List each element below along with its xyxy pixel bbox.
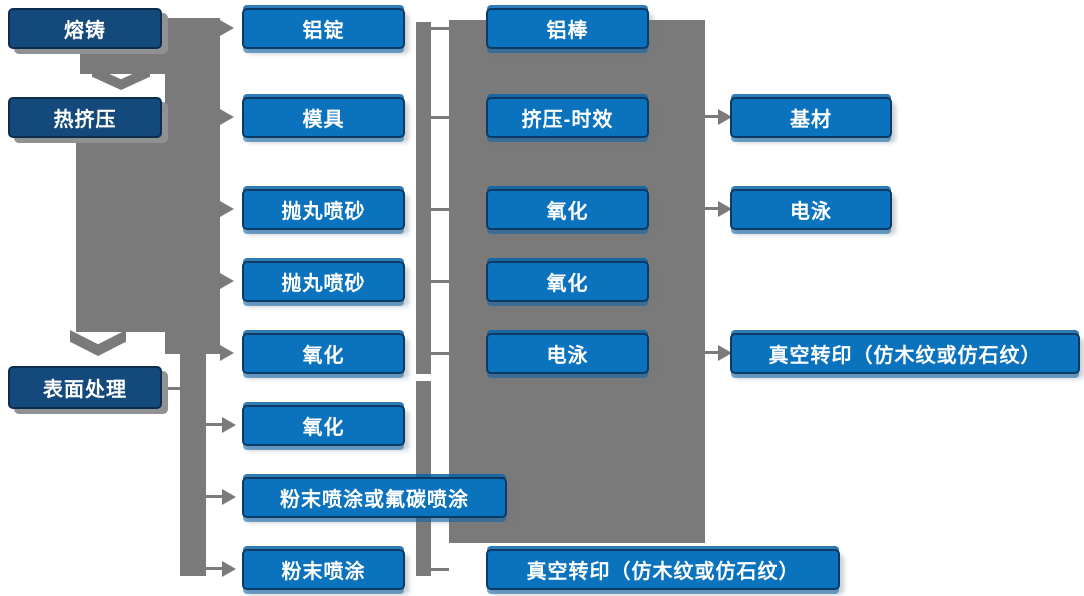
connector-mid-tick-3 xyxy=(431,208,449,211)
arrowhead-right-icon-to-base-material xyxy=(718,109,732,125)
node-surface-treatment: 表面处理 xyxy=(8,366,162,409)
node-melting-casting: 熔铸 xyxy=(8,8,162,49)
connector-surface-arm-1 xyxy=(206,423,222,426)
node-vacuum-transfer-2: 真空转印（仿木纹或仿石纹） xyxy=(730,333,1080,374)
connector-mid-tick-4 xyxy=(431,280,449,283)
connector-surface-stem xyxy=(162,387,182,390)
node-oxidation-1: 氧化 xyxy=(242,333,405,374)
node-shot-blasting-1: 抛丸喷砂 xyxy=(242,189,405,230)
node-extrusion-aging: 挤压-时效 xyxy=(486,97,649,138)
node-base-material: 基材 xyxy=(730,97,892,138)
arrowhead-right-icon-to-powder-or-fluorocarbon xyxy=(222,489,236,505)
connector-melting-slab xyxy=(76,138,165,332)
arrowhead-right-icon-to-vacuum-transfer-2 xyxy=(718,345,732,361)
node-electrophoresis-2: 电泳 xyxy=(730,189,892,230)
connector-surface-arm-3 xyxy=(206,567,222,570)
node-oxidation-4: 氧化 xyxy=(486,261,649,302)
arrowhead-right-icon-to-shot-blasting-2 xyxy=(220,273,234,289)
node-shot-blasting-2: 抛丸喷砂 xyxy=(242,261,405,302)
connector-melting-trunk xyxy=(165,18,220,354)
node-oxidation-3: 氧化 xyxy=(486,189,649,230)
arrowhead-right-icon-to-shot-blasting-1 xyxy=(220,201,234,217)
node-powder-or-fluorocarbon-spray: 粉末喷涂或氟碳喷涂 xyxy=(242,477,507,518)
chevron-down-icon-to-surface-treatment xyxy=(70,330,126,356)
node-hot-extrusion: 热挤压 xyxy=(8,97,162,138)
connector-panel-arm-3 xyxy=(705,351,718,354)
connector-mid-tick-5 xyxy=(431,352,449,355)
arrowhead-right-icon-to-aluminum-ingot xyxy=(220,20,234,36)
node-vacuum-transfer-1: 真空转印（仿木纹或仿石纹） xyxy=(486,549,840,590)
arrowhead-right-icon-to-electrophoresis-2 xyxy=(718,201,732,217)
arrowhead-right-icon-to-powder-spray xyxy=(222,561,236,577)
arrowhead-right-icon-to-oxidation-2 xyxy=(222,417,236,433)
node-aluminum-ingot: 铝锭 xyxy=(242,8,405,49)
node-electrophoresis-1: 电泳 xyxy=(486,333,649,374)
connector-mid-tick-1 xyxy=(431,27,449,30)
node-aluminum-rod: 铝棒 xyxy=(486,8,649,49)
connector-mid-rail-upper xyxy=(416,22,431,374)
connector-panel-arm-2 xyxy=(705,207,718,210)
node-mold: 模具 xyxy=(242,97,405,138)
connector-mid-tick-2 xyxy=(431,116,449,119)
node-powder-spray: 粉末喷涂 xyxy=(242,549,405,590)
arrowhead-right-icon-to-mold xyxy=(220,109,234,125)
connector-panel-arm-1 xyxy=(705,115,718,118)
arrowhead-right-icon-to-oxidation-1 xyxy=(220,345,234,361)
connector-mid-tick-6 xyxy=(431,568,449,571)
connector-surface-arm-2 xyxy=(206,495,222,498)
connector-surface-trunk xyxy=(180,354,206,576)
node-oxidation-2: 氧化 xyxy=(242,405,405,446)
